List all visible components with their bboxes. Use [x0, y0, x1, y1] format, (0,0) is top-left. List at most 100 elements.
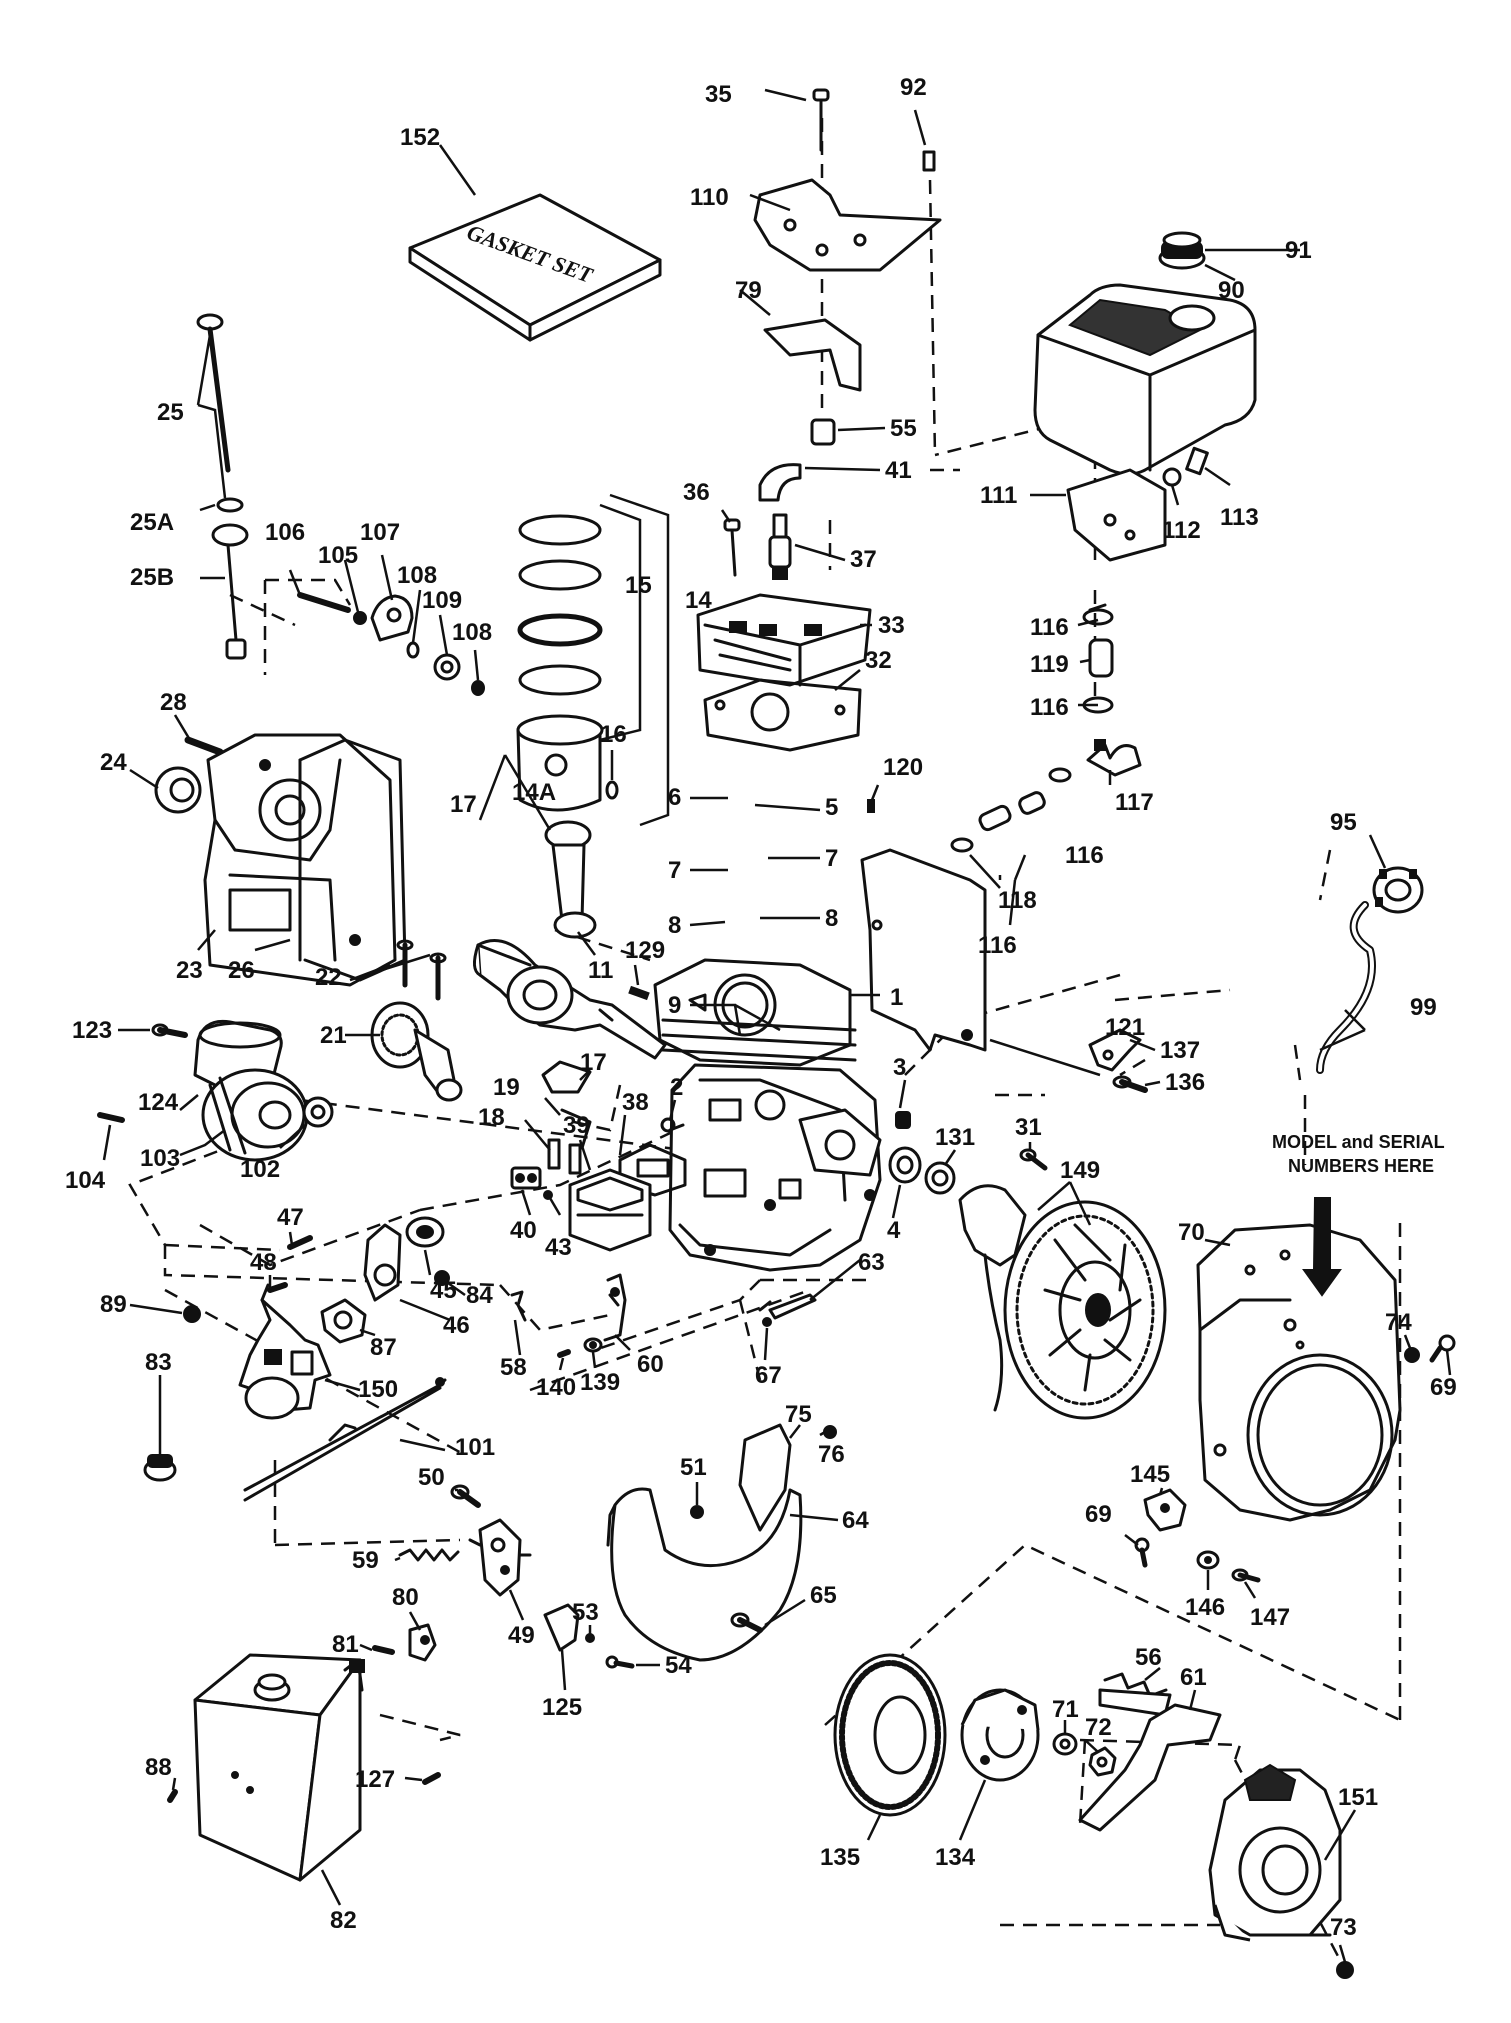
label-117: 117 [1115, 789, 1154, 816]
label-25a: 25A [130, 509, 174, 536]
bolts-18 [547, 1138, 582, 1175]
screw-69a [1429, 1334, 1456, 1363]
camshaft-21 [370, 1001, 463, 1102]
label-71: 71 [1052, 1696, 1079, 1723]
fuel-cap-91 [1158, 231, 1206, 270]
o-ring-25a [216, 497, 244, 513]
dipstick-25 [196, 313, 231, 473]
label-58: 58 [500, 1354, 527, 1381]
air-cleaner-82 [193, 1653, 365, 1882]
label-111: 111 [980, 482, 1017, 509]
shutoff-valve-117 [1086, 739, 1142, 777]
screw-136 [1112, 1075, 1148, 1093]
label-46: 46 [443, 1312, 470, 1339]
screw-31 [1019, 1148, 1048, 1171]
label-33: 33 [878, 612, 905, 639]
label-79: 79 [735, 277, 762, 304]
label-87: 87 [370, 1334, 397, 1361]
label-80: 80 [392, 1584, 419, 1611]
label-45: 45 [430, 1277, 457, 1304]
label-17b: 17 [580, 1049, 607, 1076]
screw-48 [267, 1282, 288, 1293]
bracket-79 [763, 318, 862, 392]
label-24: 24 [100, 749, 127, 776]
label-47: 47 [277, 1204, 304, 1231]
label-14: 14 [685, 587, 712, 614]
washer-112 [1162, 467, 1182, 487]
label-135: 135 [820, 1844, 860, 1871]
bracket-145 [1143, 1488, 1187, 1532]
nut-72 [1088, 1746, 1117, 1777]
label-40: 40 [510, 1217, 537, 1244]
label-75: 75 [785, 1401, 812, 1428]
label-7a: 7 [668, 857, 681, 884]
screw-88 [167, 1789, 178, 1803]
label-145: 145 [1130, 1461, 1170, 1488]
label-127: 127 [355, 1766, 395, 1793]
label-116a: 116 [1030, 614, 1069, 641]
hose-clamp-116a [1082, 603, 1114, 626]
label-65: 65 [810, 1582, 837, 1609]
clip-16 [605, 780, 619, 800]
label-73: 73 [1330, 1914, 1357, 1941]
model-serial-arrow [1302, 1197, 1342, 1297]
label-72: 72 [1085, 1714, 1112, 1741]
label-83: 83 [145, 1349, 172, 1376]
label-119: 119 [1030, 651, 1069, 678]
screw-113 [1185, 446, 1209, 476]
label-76: 76 [818, 1441, 845, 1468]
carburetor-150 [238, 1283, 332, 1420]
label-118: 118 [998, 887, 1037, 914]
label-9: 9 [668, 992, 681, 1019]
label-146: 146 [1185, 1594, 1225, 1621]
baffle-75 [738, 1423, 792, 1532]
label-22: 22 [315, 964, 342, 991]
screw-147 [1231, 1568, 1261, 1583]
breather-plate-40 [510, 1166, 542, 1190]
label-149: 149 [1060, 1157, 1100, 1184]
label-113: 113 [1220, 504, 1259, 531]
label-103: 103 [140, 1145, 180, 1172]
screw-51 [690, 1505, 704, 1519]
label-7b: 7 [825, 845, 838, 872]
screw-65 [730, 1612, 763, 1633]
insulator-46 [363, 1223, 402, 1302]
rotating-screen-135 [833, 1653, 947, 1817]
label-95: 95 [1330, 809, 1357, 836]
gasket-set-box: GASKET SET [408, 193, 662, 342]
screw-54 [605, 1655, 635, 1669]
label-81: 81 [332, 1631, 359, 1658]
governor-parts-105-109 [297, 592, 485, 696]
label-101: 101 [455, 1434, 495, 1461]
ignition-flywheel-149 [958, 1184, 1167, 1420]
label-82: 82 [330, 1907, 357, 1934]
label-70: 70 [1178, 1219, 1205, 1246]
crankshaft-11 [473, 939, 667, 1060]
breather-39 [568, 1168, 652, 1252]
label-60: 60 [637, 1351, 664, 1378]
screw-76 [823, 1425, 837, 1439]
screw-81 [372, 1645, 395, 1655]
piston-rings-15 [517, 514, 603, 696]
label-105: 105 [318, 542, 358, 569]
label-41: 41 [885, 457, 912, 484]
label-25: 25 [157, 399, 184, 426]
label-16: 16 [600, 721, 627, 748]
head-gasket-32 [703, 678, 862, 752]
label-61: 61 [1180, 1664, 1207, 1691]
label-139: 139 [580, 1369, 620, 1396]
bolt-35 [812, 88, 830, 152]
label-31: 31 [1015, 1114, 1042, 1141]
cylinder-block-1 [653, 958, 882, 1272]
nut-74 [1404, 1347, 1420, 1363]
bracket-137 [1088, 1028, 1142, 1072]
shield-121 [860, 848, 987, 1052]
label-49: 49 [508, 1622, 535, 1649]
leader-lines [102, 88, 1452, 1963]
label-53: 53 [572, 1599, 599, 1626]
piston-14a [516, 714, 604, 812]
label-1: 1 [890, 984, 903, 1011]
label-59: 59 [352, 1547, 379, 1574]
screw-123 [151, 1023, 188, 1038]
